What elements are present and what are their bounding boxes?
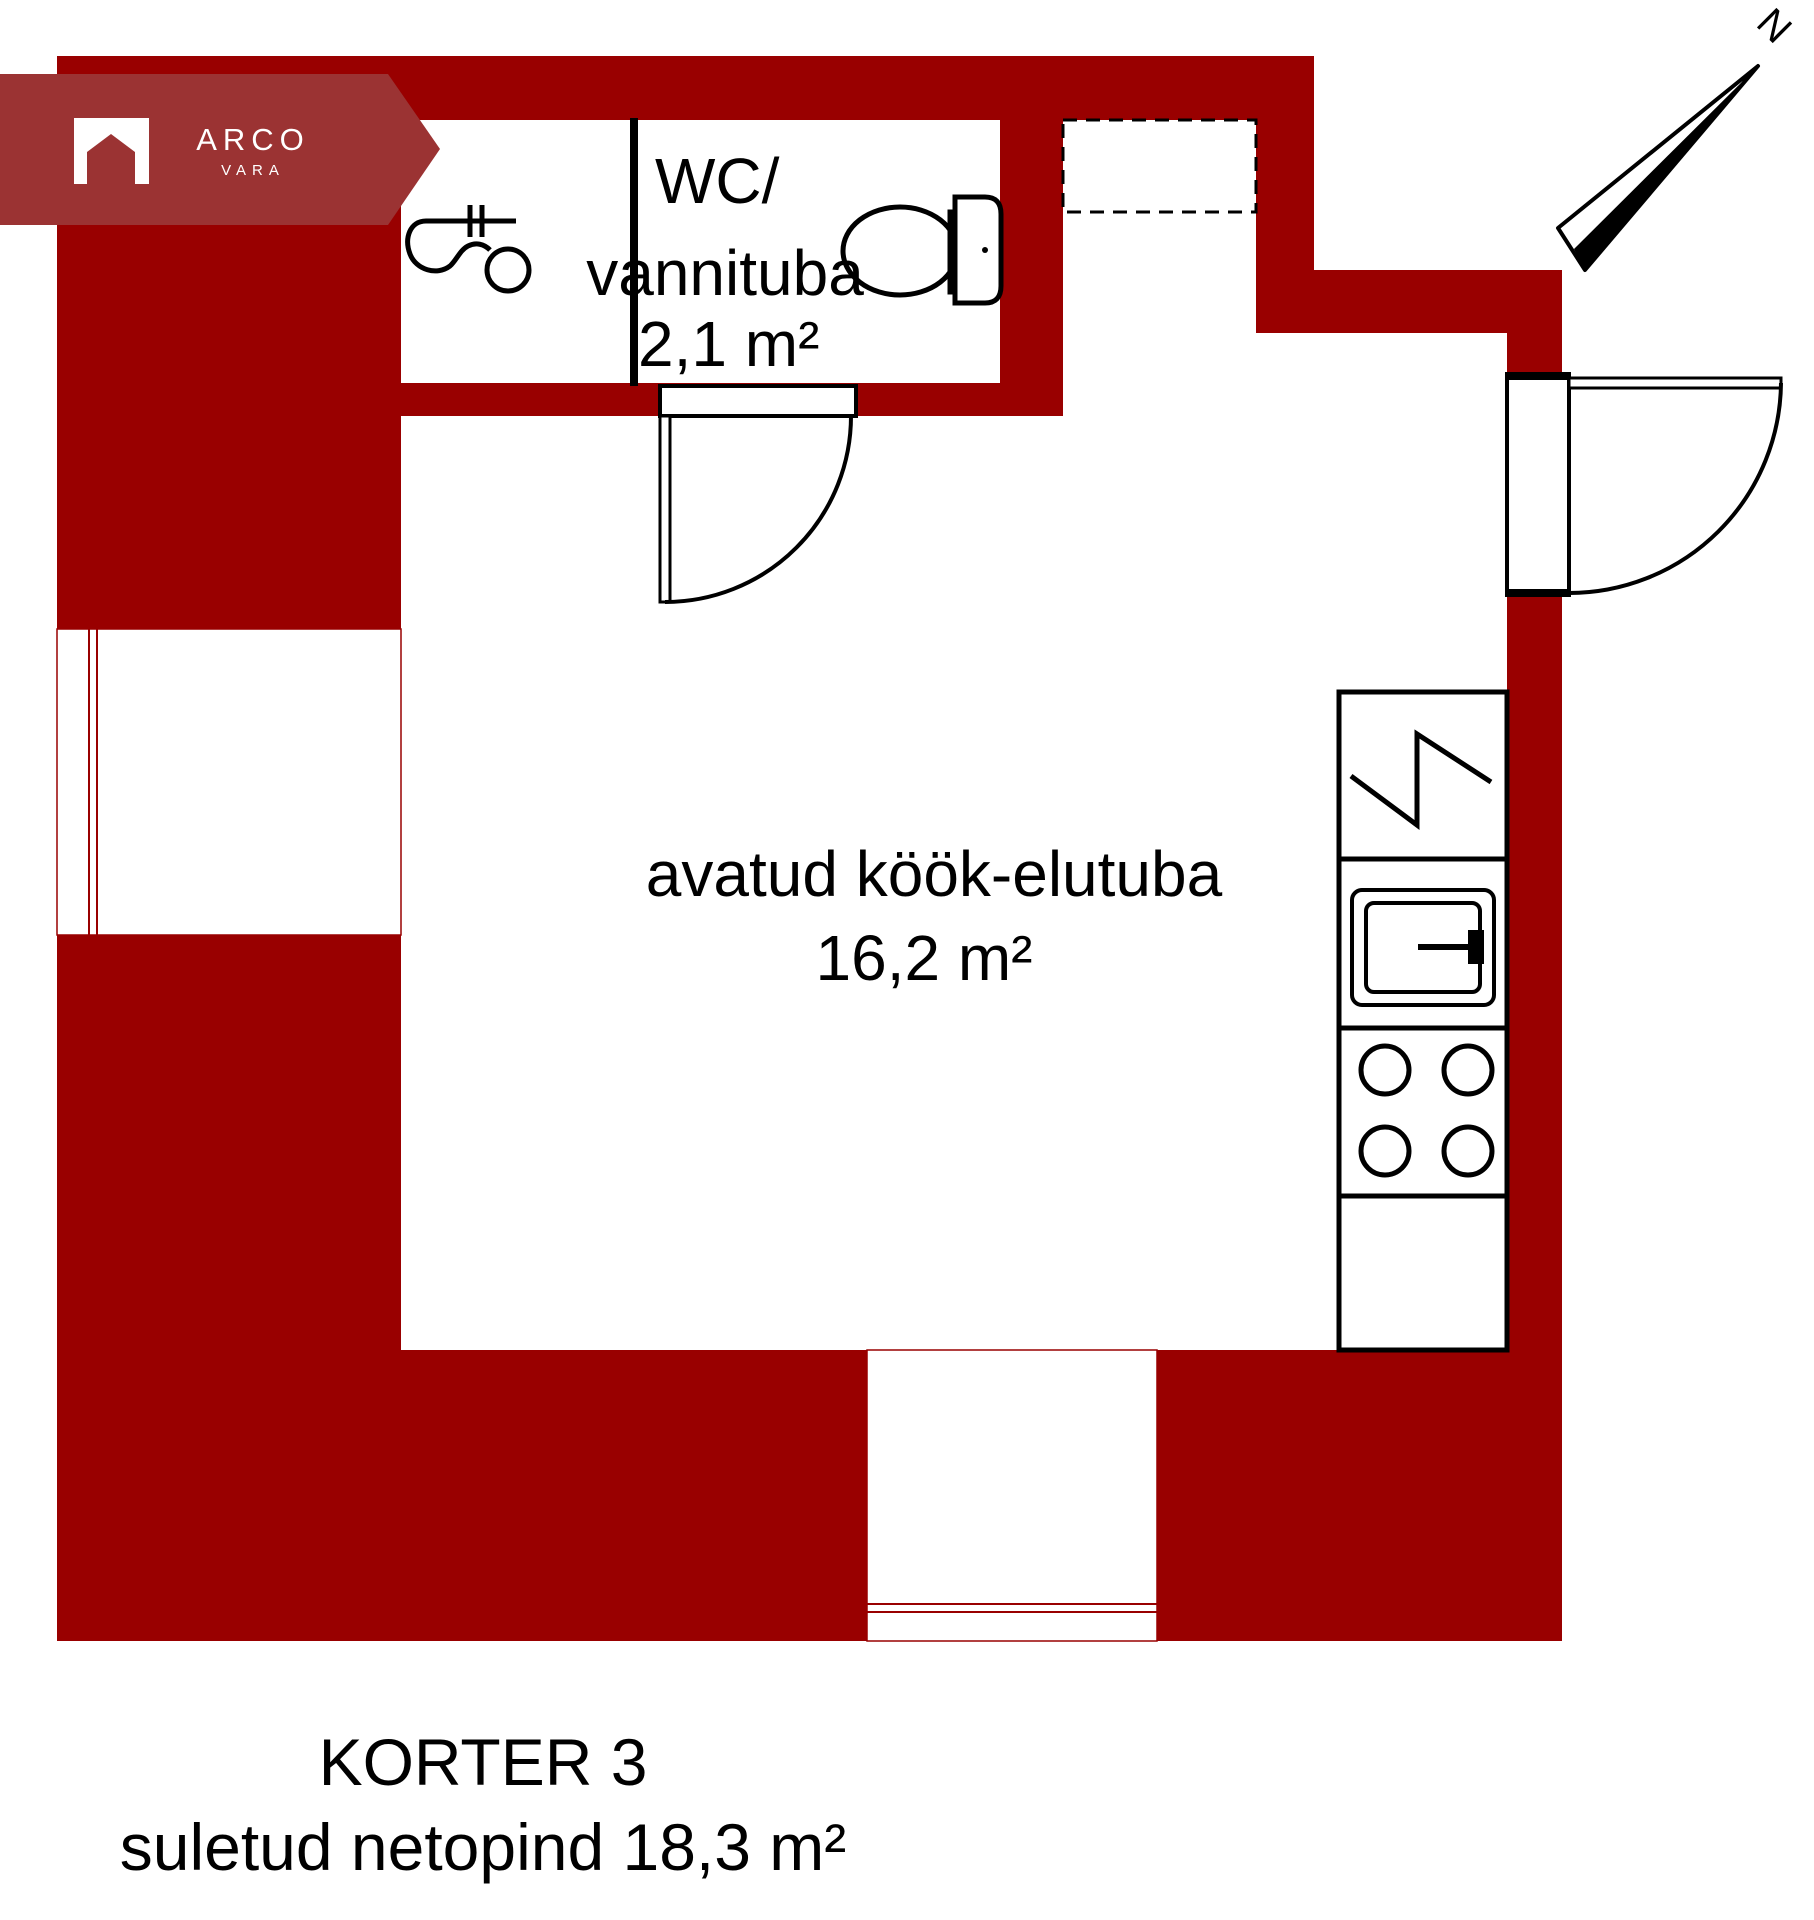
brand-subname: VARA	[221, 162, 285, 179]
north-letter: N	[1748, 0, 1800, 52]
toilet-icon	[840, 194, 1004, 306]
house-logo-icon	[74, 118, 149, 184]
stove-icon	[1358, 1043, 1495, 1178]
north-arrow-icon	[1556, 64, 1760, 272]
bathroom-name-line2: vannituba	[586, 237, 864, 309]
brand-badge: ARCO VARA	[0, 74, 440, 225]
window-west	[56, 628, 402, 936]
brand-name: ARCO	[196, 122, 310, 157]
apartment-subtitle: suletud netopind 18,3 m²	[120, 1810, 846, 1884]
kitchen-sink-icon	[1350, 888, 1496, 1007]
sink-icon	[405, 205, 532, 294]
apartment-title: KORTER 3	[319, 1725, 648, 1799]
fridge-icon	[1349, 729, 1493, 830]
bathroom-name-line1: WC/	[655, 145, 780, 217]
bathroom-area: 2,1 m²	[638, 308, 819, 380]
window-south	[866, 1349, 1158, 1642]
kitchen-counter	[1336, 689, 1510, 1353]
living-room-area: 16,2 m²	[816, 922, 1033, 994]
living-room-name: avatud köök-elutuba	[646, 838, 1223, 910]
bathroom-door	[658, 384, 858, 604]
dashed-niche	[1061, 118, 1258, 214]
entrance-door	[1505, 372, 1783, 597]
living-room-floor	[401, 120, 1507, 1350]
